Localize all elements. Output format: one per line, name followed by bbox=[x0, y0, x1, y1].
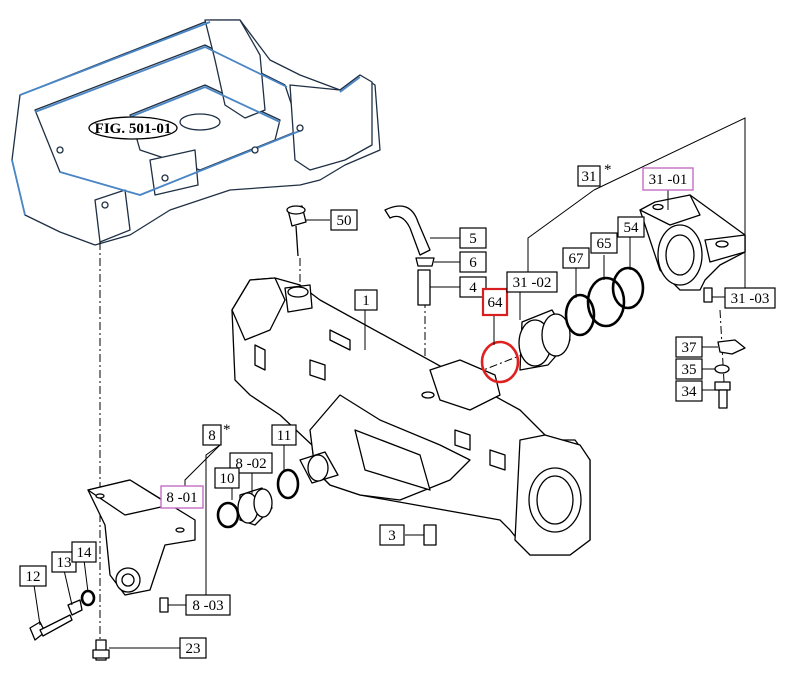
callout-13: 13 bbox=[51, 551, 77, 573]
callout-4: 4 bbox=[459, 276, 487, 298]
svg-text:8: 8 bbox=[208, 428, 216, 444]
callout-8-01: 8 -01 bbox=[160, 485, 204, 509]
callout-50: 50 bbox=[330, 209, 358, 231]
callout-23: 23 bbox=[179, 637, 207, 659]
callout-37: 37 bbox=[675, 336, 703, 358]
svg-text:23: 23 bbox=[186, 641, 201, 657]
svg-text:8 -03: 8 -03 bbox=[192, 598, 223, 614]
callout-64: 64 bbox=[481, 287, 509, 317]
callout-5: 5 bbox=[459, 227, 487, 249]
bracket-8-01 bbox=[87, 468, 300, 613]
svg-text:4: 4 bbox=[469, 280, 477, 296]
plug-50 bbox=[286, 205, 330, 257]
callout-14: 14 bbox=[71, 541, 97, 563]
callout-6: 6 bbox=[459, 251, 487, 273]
callout-1: 1 bbox=[354, 289, 378, 311]
callout-3: 3 bbox=[379, 524, 405, 546]
svg-text:14: 14 bbox=[77, 545, 93, 561]
svg-text:5: 5 bbox=[469, 231, 477, 247]
callout-65: 65 bbox=[590, 232, 618, 254]
callout-31: 31 * bbox=[577, 162, 612, 187]
svg-text:1: 1 bbox=[362, 293, 370, 309]
svg-text:31 -01: 31 -01 bbox=[649, 172, 688, 188]
callout-10: 10 bbox=[214, 467, 240, 489]
svg-text:12: 12 bbox=[26, 569, 41, 585]
bolt-set-left bbox=[29, 524, 437, 661]
svg-text:FIG. 501-01: FIG. 501-01 bbox=[95, 121, 172, 137]
svg-text:8 -01: 8 -01 bbox=[166, 490, 197, 506]
breather-hose bbox=[384, 205, 460, 306]
callout-8: 8* bbox=[202, 422, 231, 446]
bracket-31-01 bbox=[639, 194, 746, 303]
callout-31-01: 31 -01 bbox=[642, 167, 694, 191]
callout-35: 35 bbox=[675, 358, 703, 380]
figure-title: FIG. 501-01 bbox=[88, 116, 178, 140]
tractor-frame bbox=[11, 19, 381, 246]
svg-text:67: 67 bbox=[569, 251, 585, 267]
callout-67: 67 bbox=[562, 247, 590, 269]
svg-text:50: 50 bbox=[337, 213, 352, 229]
callout-8-02: 8 -02 bbox=[229, 452, 273, 474]
svg-text:37: 37 bbox=[682, 340, 698, 356]
svg-text:13: 13 bbox=[57, 555, 72, 571]
svg-text:31 -03: 31 -03 bbox=[731, 291, 770, 307]
svg-text:3: 3 bbox=[388, 528, 396, 544]
svg-text:31: 31 bbox=[582, 169, 597, 185]
svg-text:34: 34 bbox=[682, 384, 698, 400]
svg-text:*: * bbox=[604, 162, 612, 178]
svg-text:64: 64 bbox=[488, 295, 504, 311]
callout-34: 34 bbox=[675, 380, 703, 402]
svg-text:31 -02: 31 -02 bbox=[513, 275, 552, 291]
svg-text:*: * bbox=[223, 422, 231, 438]
bolt-set-right bbox=[702, 339, 746, 409]
callout-31-02: 31 -02 bbox=[506, 271, 558, 293]
svg-text:10: 10 bbox=[220, 471, 235, 487]
svg-text:11: 11 bbox=[277, 428, 291, 444]
svg-text:35: 35 bbox=[682, 362, 697, 378]
callout-11: 11 bbox=[271, 424, 297, 446]
callout-54: 54 bbox=[617, 216, 645, 238]
axle-housing bbox=[231, 277, 591, 556]
svg-text:6: 6 bbox=[469, 255, 477, 271]
callout-31-03: 31 -03 bbox=[724, 287, 776, 309]
svg-text:54: 54 bbox=[624, 220, 640, 236]
callout-8-03: 8 -03 bbox=[185, 594, 231, 616]
svg-text:8 -02: 8 -02 bbox=[235, 456, 266, 472]
svg-text:65: 65 bbox=[597, 236, 612, 252]
right-bushing-set bbox=[480, 266, 645, 384]
callout-12: 12 bbox=[19, 565, 47, 587]
